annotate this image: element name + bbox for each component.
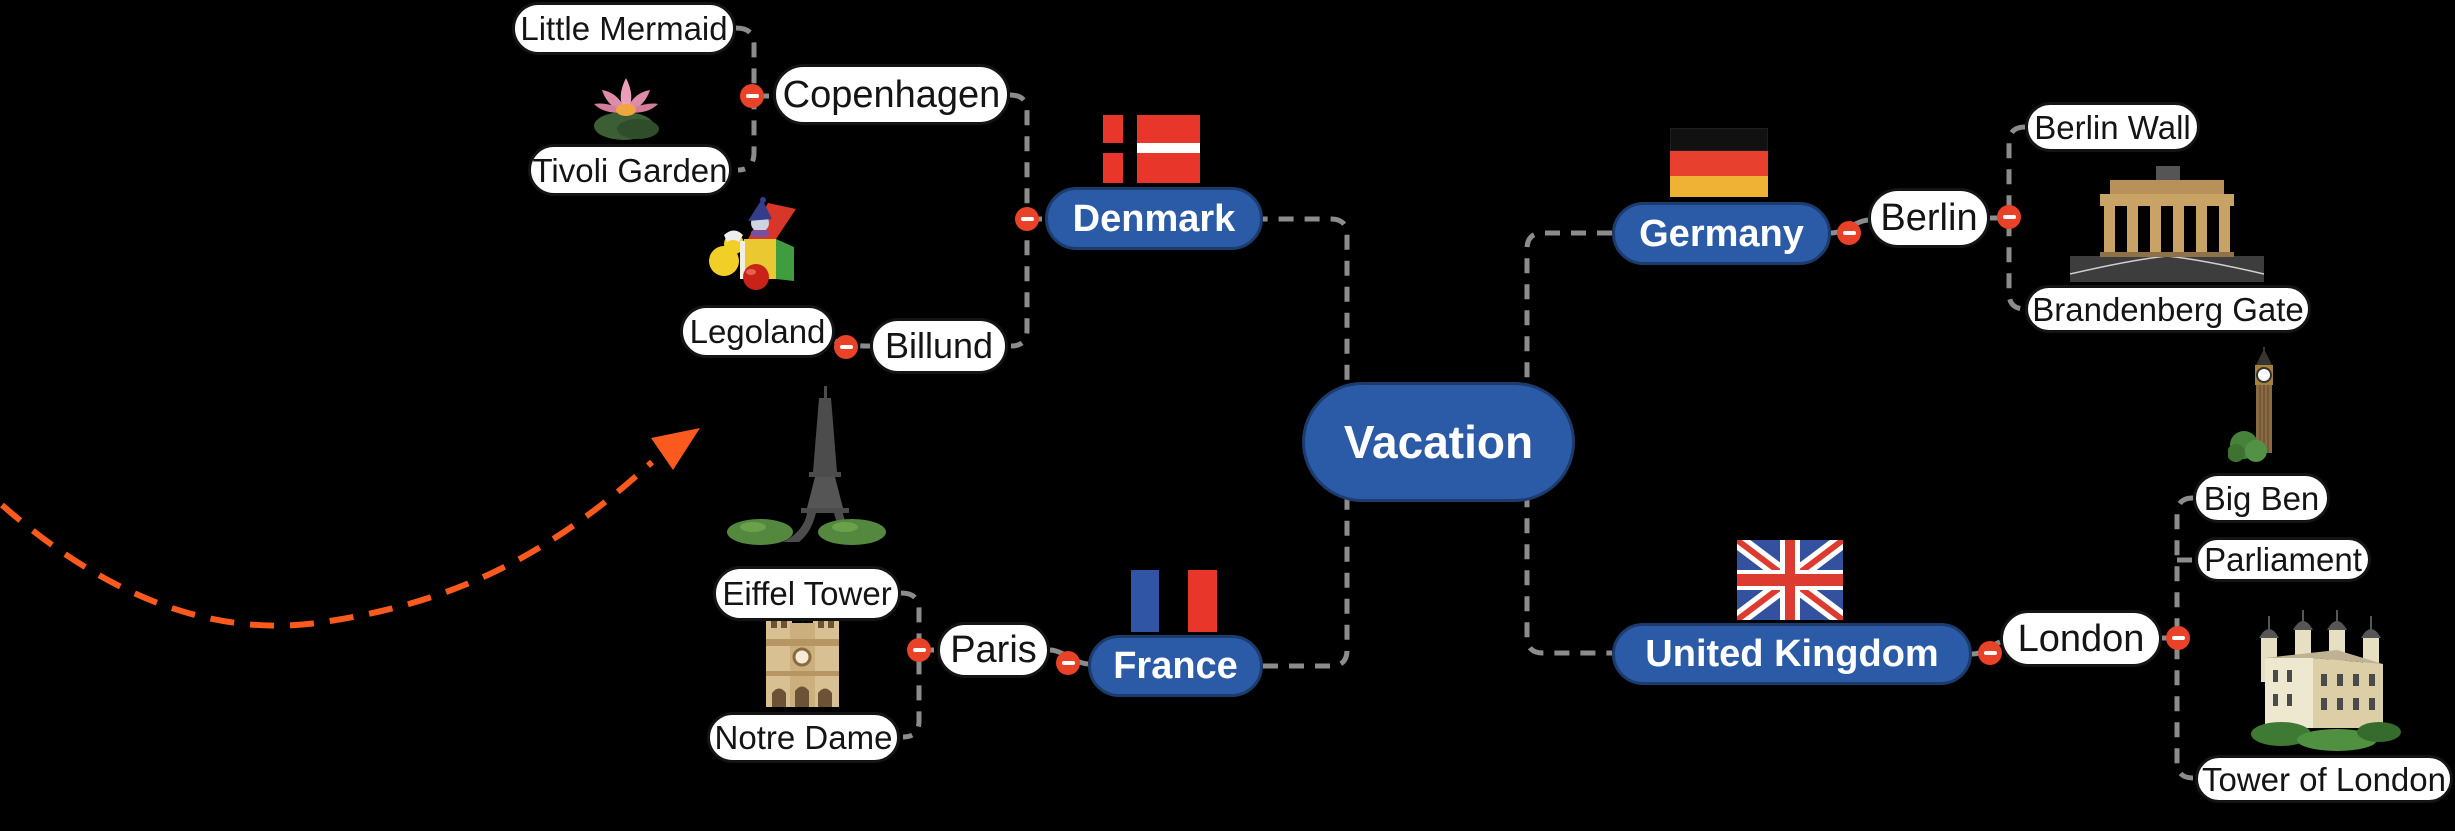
jack-in-the-box-toys-icon: [704, 197, 806, 291]
tower-of-london-icon: [2245, 610, 2403, 752]
node-eiffel-tower[interactable]: Eiffel Tower: [713, 566, 901, 621]
node-billund[interactable]: Billund: [870, 318, 1008, 374]
link-germany-berlin: [1830, 217, 1869, 236]
denmark-flag-icon: [1103, 115, 1200, 183]
france-flag-icon: [1131, 570, 1217, 632]
node-label: Tivoli Garden: [532, 151, 728, 189]
node-tower-of-london[interactable]: Tower of London: [2195, 755, 2453, 803]
node-germany[interactable]: Germany: [1612, 202, 1831, 265]
node-label: Germany: [1639, 212, 1804, 255]
node-copenhagen[interactable]: Copenhagen: [773, 64, 1010, 125]
eiffel-tower-icon: [725, 386, 890, 548]
node-label: Parliament: [2204, 541, 2362, 578]
minus-icon: [1983, 651, 1997, 655]
node-paris[interactable]: Paris: [937, 622, 1050, 678]
node-label: Legoland: [689, 313, 826, 350]
node-london[interactable]: London: [2000, 610, 2162, 667]
node-tivoli-garden[interactable]: Tivoli Garden: [528, 144, 732, 196]
link-paris-france: [1049, 647, 1089, 667]
link-berlin-bus: [2006, 124, 2026, 312]
minus-icon: [745, 94, 759, 98]
node-berlin-wall[interactable]: Berlin Wall: [2025, 102, 2200, 152]
node-label: Billund: [884, 325, 994, 366]
node-berlin[interactable]: Berlin: [1868, 188, 1990, 248]
node-label: United Kingdom: [1645, 633, 1939, 675]
notre-dame-icon: [760, 597, 845, 713]
collapse-button-france[interactable]: [1056, 651, 1080, 675]
node-label: Denmark: [1072, 197, 1236, 240]
minus-icon: [912, 648, 926, 652]
minus-icon: [1061, 661, 1075, 665]
link-left-bracket: [1263, 216, 1350, 669]
node-big-ben[interactable]: Big Ben: [2193, 473, 2330, 523]
curved-arrow-head: [651, 428, 700, 470]
collapse-button-denmark[interactable]: [1015, 207, 1039, 231]
node-label: Copenhagen: [782, 73, 1001, 116]
uk-flag-icon: [1732, 533, 1848, 627]
node-label: Berlin: [1880, 197, 1978, 239]
node-label: Vacation: [1343, 416, 1534, 468]
node-label: Notre Dame: [714, 719, 893, 756]
water-lily-icon: [588, 70, 666, 142]
curved-arrow-shaft: [0, 459, 655, 629]
node-united-kingdom[interactable]: United Kingdom: [1612, 623, 1972, 685]
node-label: London: [2017, 617, 2145, 660]
node-legoland[interactable]: Legoland: [680, 305, 835, 358]
link-paris-bus: [900, 590, 922, 740]
node-parliament[interactable]: Parliament: [2195, 537, 2371, 582]
node-little-mermaid[interactable]: Little Mermaid: [512, 2, 736, 55]
collapse-button-copenhagen[interactable]: [740, 84, 764, 108]
node-label: Paris: [950, 629, 1037, 671]
node-france[interactable]: France: [1088, 635, 1263, 697]
collapse-button-london[interactable]: [2166, 626, 2190, 650]
collapse-button-united-kingdom[interactable]: [1978, 641, 2002, 665]
node-label: Little Mermaid: [520, 10, 728, 47]
minus-icon: [2002, 215, 2016, 219]
node-label: France: [1113, 645, 1238, 687]
node-notre-dame[interactable]: Notre Dame: [707, 712, 900, 763]
minus-icon: [839, 345, 853, 349]
collapse-button-paris[interactable]: [907, 638, 931, 662]
link-london-bus: [2174, 495, 2194, 781]
curved-arrow: [0, 428, 700, 629]
minus-icon: [2171, 636, 2185, 640]
collapse-button-berlin[interactable]: [1997, 205, 2021, 229]
node-vacation-root[interactable]: Vacation: [1302, 382, 1575, 502]
minus-icon: [1020, 217, 1034, 221]
minus-icon: [1842, 231, 1856, 235]
node-denmark[interactable]: Denmark: [1045, 187, 1263, 250]
germany-flag-icon: [1669, 127, 1769, 197]
node-label: Brandenberg Gate: [2032, 290, 2304, 328]
node-label: Big Ben: [2203, 479, 2320, 517]
collapse-button-germany[interactable]: [1837, 221, 1861, 245]
node-brandenberg-gate[interactable]: Brandenberg Gate: [2025, 285, 2311, 333]
brandenburg-gate-icon: [2069, 164, 2265, 286]
node-label: Eiffel Tower: [722, 575, 892, 612]
node-label: Berlin Wall: [2034, 108, 2191, 146]
collapse-button-legoland[interactable]: [834, 335, 858, 359]
node-label: Tower of London: [2201, 760, 2446, 798]
big-ben-icon: [2227, 347, 2300, 469]
